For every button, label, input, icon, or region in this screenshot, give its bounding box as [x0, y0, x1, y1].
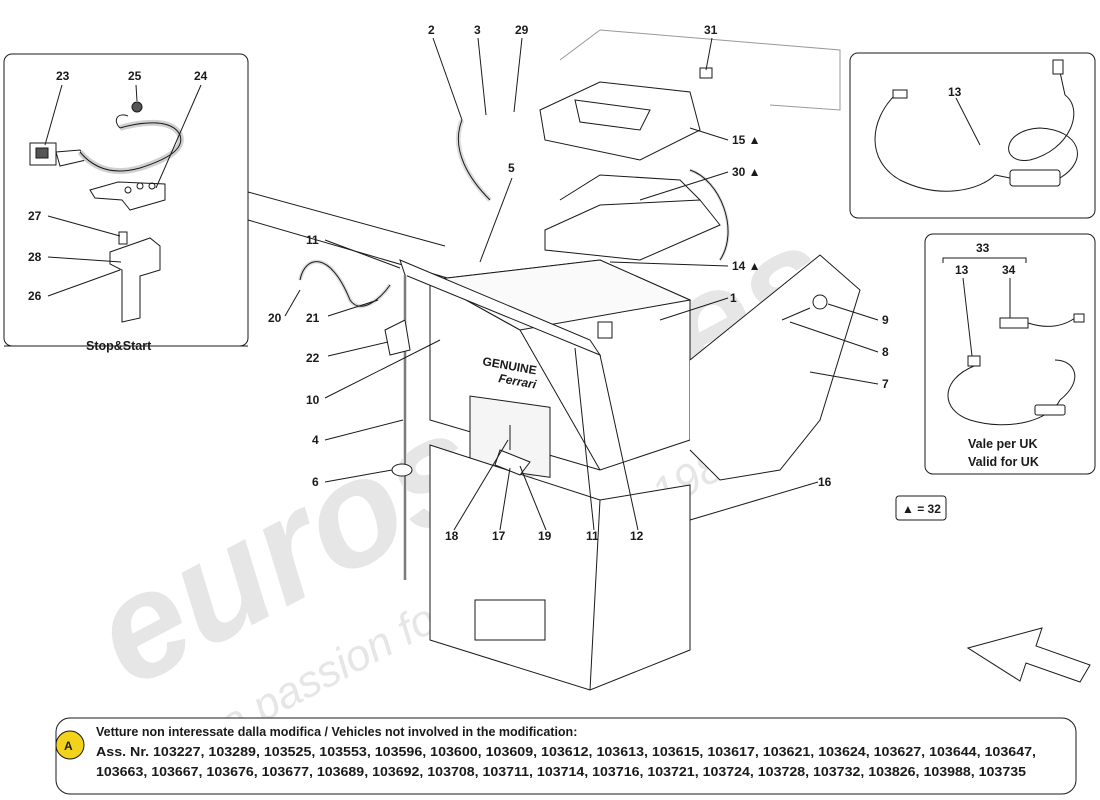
callout-20: 20	[268, 311, 282, 325]
callout-27: 27	[28, 209, 42, 223]
callout-34: 34	[1002, 263, 1016, 277]
callout-28: 28	[28, 250, 42, 264]
callout-3: 3	[474, 23, 481, 37]
uk-variant-inset	[924, 233, 1096, 475]
callout-16: 16	[818, 475, 832, 489]
uk-label-en: Valid for UK	[968, 455, 1039, 469]
callout-30: 30 ▲	[732, 165, 761, 179]
callout-29: 29	[515, 23, 529, 37]
callout-4: 4	[312, 433, 319, 447]
callout-17: 17	[492, 529, 506, 543]
callout-6: 6	[312, 475, 319, 489]
triangle-legend: ▲ = 32	[895, 495, 947, 521]
callout-15: 15 ▲	[732, 133, 761, 147]
callout-26: 26	[28, 289, 42, 303]
callout-23: 23	[56, 69, 70, 83]
callout-11-top: 11	[306, 233, 319, 247]
callout-5: 5	[508, 161, 515, 175]
stop-start-inset	[3, 53, 249, 347]
note-marker: A	[64, 739, 73, 753]
callout-18: 18	[445, 529, 459, 543]
leader-lines	[284, 37, 879, 531]
triangle-legend-text: ▲ = 32	[902, 502, 941, 516]
note-line-2: Ass. Nr. 103227, 103289, 103525, 103553,…	[96, 745, 1036, 759]
uk-label-it: Vale per UK	[968, 437, 1037, 451]
inset-connector-lines	[247, 191, 476, 287]
callout-10: 10	[306, 393, 320, 407]
direction-arrow	[966, 627, 1091, 683]
callout-9: 9	[882, 313, 889, 327]
callout-7: 7	[882, 377, 889, 391]
callout-14: 14 ▲	[732, 259, 761, 273]
callout-1: 1	[730, 291, 737, 305]
callout-21: 21	[306, 311, 320, 325]
callout-12: 12	[630, 529, 644, 543]
callout-11-bottom: 11	[586, 529, 599, 543]
callout-13-charger: 13	[948, 85, 962, 99]
callout-2: 2	[428, 23, 435, 37]
callout-25: 25	[128, 69, 142, 83]
note-box: A Vetture non interessate dalla modifica…	[55, 717, 1077, 795]
charger-inset	[849, 52, 1096, 219]
callout-19: 19	[538, 529, 552, 543]
callout-31: 31	[704, 23, 718, 37]
callout-24: 24	[194, 69, 208, 83]
note-line-3: 103663, 103667, 103676, 103677, 103689, …	[96, 765, 1026, 779]
callout-8: 8	[882, 345, 889, 359]
callout-33: 33	[976, 241, 990, 255]
callouts: 2 3 29 31 15 ▲ 30 ▲ 14 ▲ 5 11 1 9 8 7 20…	[28, 23, 1016, 543]
callout-22: 22	[306, 351, 320, 365]
main-assembly: GENUINE Ferrari	[298, 29, 1091, 691]
stop-start-label: Stop&Start	[86, 339, 152, 353]
callout-13-uk: 13	[955, 263, 969, 277]
note-line-1: Vetture non interessate dalla modifica /…	[96, 725, 577, 739]
battery-label-ferrari: Ferrari	[497, 371, 538, 392]
